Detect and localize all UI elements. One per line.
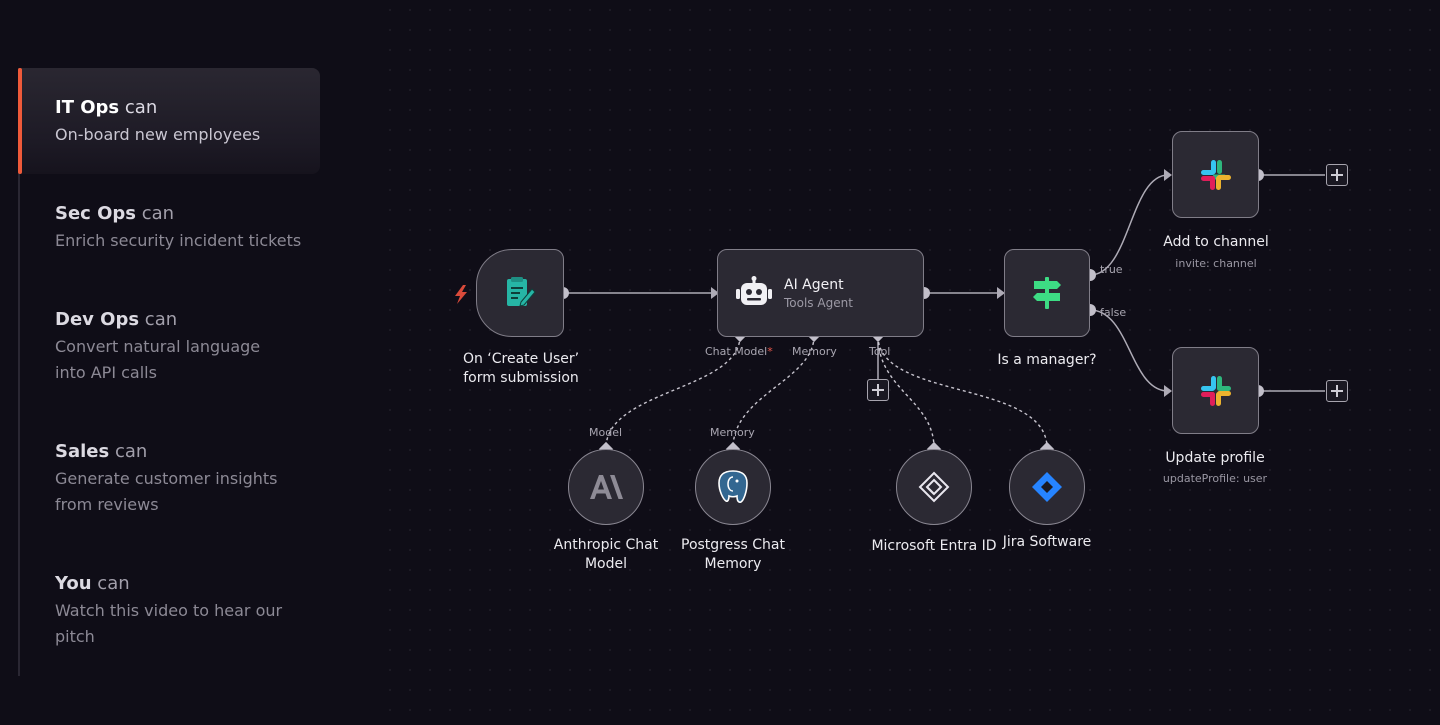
usecase-can: can — [141, 203, 175, 224]
entra-id-label: Microsoft Entra ID — [871, 538, 997, 554]
usecase-team: You — [55, 573, 92, 594]
agent-subtitle: Tools Agent — [784, 295, 853, 310]
agent-title: AI Agent — [784, 276, 844, 293]
arrow-add-channel-input — [1164, 169, 1172, 181]
usecase-it-ops[interactable]: IT Ops can On-board new employees — [55, 96, 315, 148]
usecase-team: Dev Ops — [55, 309, 140, 330]
update-profile-node[interactable] — [1172, 347, 1259, 434]
slack-icon — [1200, 375, 1231, 406]
active-usecase-highlight — [20, 68, 320, 174]
usecase-team: Sec Ops — [55, 203, 137, 224]
tool-port-label: Tool — [869, 345, 891, 358]
usecase-can: can — [114, 441, 148, 462]
add-tool-button[interactable] — [867, 379, 889, 401]
usecase-sec-ops[interactable]: Sec Ops can Enrich security incident tic… — [55, 202, 315, 254]
link-true-branch — [1089, 174, 1169, 276]
usecase-description: On-board new employees — [55, 125, 261, 144]
true-branch-label: true — [1100, 263, 1123, 276]
trigger-node[interactable] — [476, 249, 564, 337]
usecase-you[interactable]: You can Watch this video to hear our pit… — [55, 572, 285, 650]
add-after-channel-button[interactable] — [1326, 164, 1348, 186]
arrow-update-profile-input — [1164, 385, 1172, 397]
trigger-bolt-icon — [455, 285, 467, 304]
anthropic-model-node[interactable] — [568, 449, 644, 525]
workflow-canvas — [380, 0, 1440, 725]
memory-port-label: Memory — [792, 345, 837, 358]
add-channel-sublabel: invite: channel — [1175, 257, 1257, 270]
required-mark: * — [767, 345, 773, 358]
usecase-can: can — [144, 309, 178, 330]
add-after-profile-button[interactable] — [1326, 380, 1348, 402]
postgres-icon — [718, 470, 748, 503]
link-tool-entra — [877, 335, 935, 449]
update-profile-label: Update profile — [1165, 450, 1265, 466]
usecase-description: Convert natural language into API calls — [55, 337, 261, 382]
update-profile-sublabel: updateProfile: user — [1162, 472, 1268, 485]
anthropic-icon — [590, 475, 623, 499]
arrow-condition-input — [997, 287, 1005, 299]
usecase-rail — [18, 68, 20, 676]
usecase-can: can — [124, 97, 158, 118]
add-channel-label: Add to channel — [1163, 234, 1269, 250]
model-port-label: Model — [589, 426, 623, 439]
postgres-memory-label: Postgress Chat Memory — [681, 537, 785, 572]
form-pencil-icon — [507, 277, 536, 307]
usecase-can: can — [97, 573, 130, 594]
postgres-memory-node[interactable] — [695, 449, 771, 525]
link-chat-model — [605, 335, 741, 449]
signpost-icon — [1033, 277, 1061, 309]
link-memory — [732, 335, 815, 449]
add-channel-node[interactable] — [1172, 131, 1259, 218]
usecase-description: Enrich security incident tickets — [55, 231, 302, 250]
usecase-sales[interactable]: Sales can Generate customer insights fro… — [55, 440, 280, 518]
usecase-team: IT Ops — [55, 97, 120, 118]
anthropic-model-label: Anthropic Chat Model — [553, 537, 659, 572]
link-false-branch — [1089, 309, 1169, 392]
entra-id-node[interactable] — [896, 449, 972, 525]
usecase-dev-ops[interactable]: Dev Ops can Convert natural language int… — [55, 308, 295, 386]
usecase-description: Generate customer insights from reviews — [55, 469, 278, 514]
condition-node[interactable] — [1004, 249, 1090, 337]
link-tool-jira — [877, 335, 1048, 449]
ai-agent-node[interactable]: AI Agent Tools Agent — [717, 249, 924, 337]
memory-sub-port-label: Memory — [710, 426, 755, 439]
jira-icon — [1032, 472, 1062, 502]
jira-node[interactable] — [1009, 449, 1085, 525]
trigger-label: On ‘Create User’ form submission — [462, 351, 580, 386]
entra-icon — [918, 471, 950, 503]
active-usecase-indicator — [18, 68, 22, 174]
slack-icon — [1200, 159, 1231, 190]
usecase-team: Sales — [55, 441, 110, 462]
usecase-description: Watch this video to hear our pitch — [55, 601, 283, 646]
arrow-agent-input — [711, 287, 719, 299]
false-branch-label: false — [1100, 306, 1127, 319]
chat-model-port-label: Chat Model* — [705, 345, 773, 358]
condition-label: Is a manager? — [997, 352, 1097, 368]
robot-icon — [736, 276, 772, 305]
jira-label: Jira Software — [1002, 534, 1092, 550]
